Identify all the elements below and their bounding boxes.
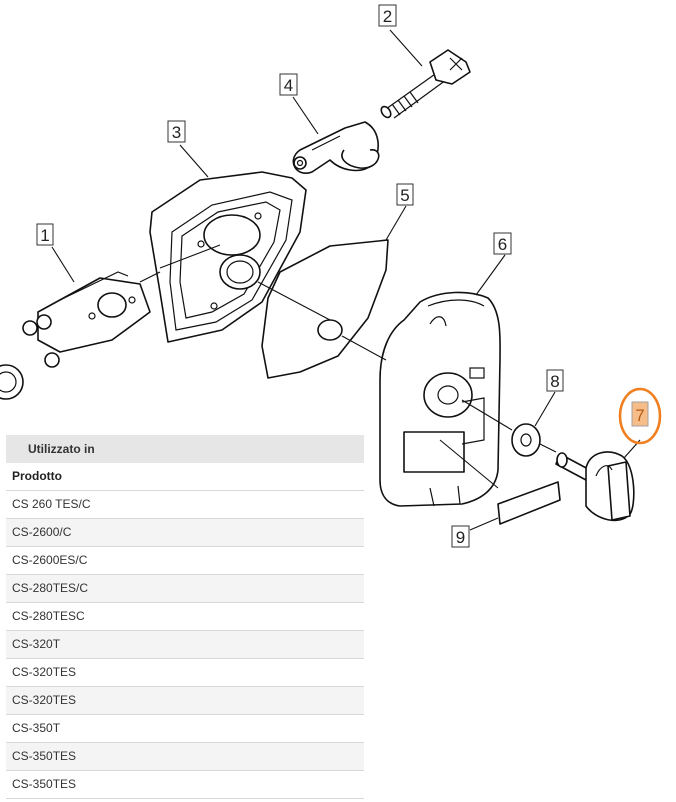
callout-label: 9 [456,528,465,547]
part-1-carburetor [0,271,161,400]
part-3-housing [149,171,307,343]
callout-9[interactable]: 9 [451,525,470,548]
product-row[interactable]: CS-280TES/C [6,575,364,603]
leader-lines [51,29,641,531]
product-row[interactable]: CS-2600ES/C [6,547,364,575]
callout-label: 4 [284,76,293,95]
usage-panel: Utilizzato in Prodotto CS 260 TES/C CS-2… [6,435,364,799]
usage-column-header: Prodotto [6,463,364,491]
callout-4[interactable]: 4 [279,73,298,96]
highlight-ring [618,387,662,445]
product-row[interactable]: CS-320T [6,631,364,659]
callout-label: 5 [400,186,409,205]
part-2-bolt [380,49,471,119]
part-5-gasket [261,239,389,379]
callout-label: 3 [172,123,181,142]
callout-label: 6 [498,235,507,254]
product-row[interactable]: CS-320TES [6,687,364,715]
product-row[interactable]: CS-350TES [6,771,364,799]
callout-7-highlighted[interactable]: 7 [631,401,649,427]
product-row[interactable]: CS 260 TES/C [6,491,364,519]
callout-3[interactable]: 3 [167,120,186,143]
product-row[interactable]: CS-2600/C [6,519,364,547]
part-6-cover [379,291,501,507]
product-row[interactable]: CS-280TESC [6,603,364,631]
callout-6[interactable]: 6 [493,232,512,255]
callout-label: 1 [40,226,49,245]
part-4-bracket [292,121,380,174]
part-9-label [497,481,561,525]
callout-2[interactable]: 2 [378,4,397,27]
product-list: CS 260 TES/C CS-2600/C CS-2600ES/C CS-28… [6,491,364,799]
product-row[interactable]: CS-320TES [6,659,364,687]
usage-header: Utilizzato in [6,435,364,463]
part-7-knob [555,451,635,522]
product-row[interactable]: CS-350T [6,715,364,743]
product-row[interactable]: CS-350TES [6,743,364,771]
part-8-washer [511,423,541,457]
callout-label: 2 [383,7,392,26]
callout-1[interactable]: 1 [36,223,54,246]
callout-5[interactable]: 5 [396,183,414,206]
callout-8[interactable]: 8 [546,369,564,392]
callout-label: 8 [550,372,559,391]
callout-label: 7 [635,406,644,425]
